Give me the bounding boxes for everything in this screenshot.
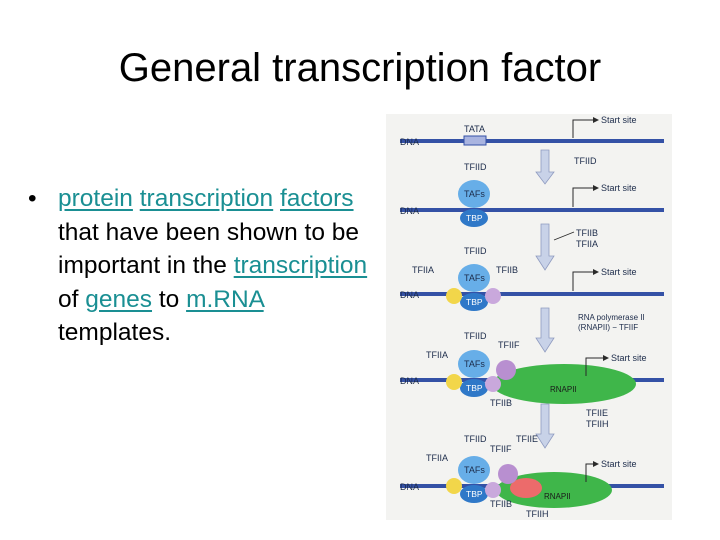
label-dna-1: DNA — [400, 137, 419, 147]
label-start-site-4: Start site — [611, 353, 647, 363]
bullet-text-3: to — [152, 286, 186, 313]
label-rnapii-4: RNAPII — [550, 385, 577, 394]
label-tbp-4: TBP — [466, 383, 483, 393]
bullet-space — [133, 185, 140, 212]
label-tafs-3: TAFs — [464, 273, 485, 283]
label-tfiia-5: TFIIA — [426, 453, 448, 463]
link-transcription[interactable]: transcription — [234, 252, 367, 279]
link-transcription-factors-part2[interactable]: factors — [280, 185, 354, 212]
label-tfiid-4: TFIID — [464, 331, 487, 341]
label-tbp-2: TBP — [466, 213, 483, 223]
label-tbp-3: TBP — [466, 297, 483, 307]
label-rnapii-5: RNAPII — [544, 492, 571, 501]
bullet-text-4: templates. — [58, 319, 171, 346]
transcription-initiation-figure: TATA DNA Start site TFIID TFIID DNA TAFs… — [386, 114, 672, 520]
label-tfiia-arrow: TFIIA — [576, 239, 598, 249]
label-start-site-1: Start site — [601, 115, 637, 125]
label-dna-5: DNA — [400, 482, 419, 492]
label-start-site-3: Start site — [601, 267, 637, 277]
label-rna-polymerase-1: RNA polymerase II — [578, 313, 645, 322]
link-mrna[interactable]: m.RNA — [186, 286, 264, 313]
label-tfiie-5: TFIIE — [516, 434, 538, 444]
label-tata: TATA — [464, 124, 485, 134]
label-tfiib-5: TFIIB — [490, 499, 512, 509]
tfiib-4 — [485, 376, 501, 392]
label-dna-4: DNA — [400, 376, 419, 386]
label-tafs-4: TAFs — [464, 359, 485, 369]
label-tfiih-arrow: TFIIH — [586, 419, 609, 429]
label-tfiih-5: TFIIH — [526, 509, 549, 519]
label-dna-2: DNA — [400, 206, 419, 216]
label-start-site-2: Start site — [601, 183, 637, 193]
label-tfiib-arrow: TFIIB — [576, 228, 598, 238]
tfiif-5 — [498, 464, 518, 484]
label-tfiia-4: TFIIA — [426, 350, 448, 360]
label-tfiid-arrow: TFIID — [574, 156, 597, 166]
label-tfiid-1: TFIID — [464, 162, 487, 172]
bullet-item: •protein transcription factors that have… — [28, 182, 378, 350]
label-tfiif-4: TFIIF — [498, 340, 520, 350]
label-tfiia-3: TFIIA — [412, 265, 434, 275]
tata-box — [464, 136, 486, 145]
label-tfiib-3: TFIIB — [496, 265, 518, 275]
label-tafs-2: TAFs — [464, 189, 485, 199]
tfiif-4 — [496, 360, 516, 380]
label-start-site-5: Start site — [601, 459, 637, 469]
label-rna-polymerase-2: (RNAPII) − TFIIF — [578, 323, 638, 332]
bullet-break — [273, 185, 280, 212]
link-genes[interactable]: genes — [85, 286, 152, 313]
tfiia-5 — [446, 478, 462, 494]
tfiib-3 — [485, 288, 501, 304]
link-transcription-factors-part1[interactable]: transcription — [140, 185, 273, 212]
slide-title: General transcription factor — [0, 44, 720, 92]
label-tfiib-4: TFIIB — [490, 398, 512, 408]
link-protein[interactable]: protein — [58, 185, 133, 212]
figure-svg: TATA DNA Start site TFIID TFIID DNA TAFs… — [386, 114, 672, 520]
bullet-dot: • — [28, 182, 37, 216]
label-tfiie-arrow: TFIIE — [586, 408, 608, 418]
label-tafs-5: TAFs — [464, 465, 485, 475]
label-dna-3: DNA — [400, 290, 419, 300]
label-tfiif-5: TFIIF — [490, 444, 512, 454]
label-tfiid-5: TFIID — [464, 434, 487, 444]
tfiib-5 — [485, 482, 501, 498]
tfiia-3 — [446, 288, 462, 304]
label-tbp-5: TBP — [466, 489, 483, 499]
bullet-text-2: of — [58, 286, 85, 313]
tfiia-4 — [446, 374, 462, 390]
label-tfiid-3: TFIID — [464, 246, 487, 256]
bullet-list: •protein transcription factors that have… — [28, 182, 378, 350]
